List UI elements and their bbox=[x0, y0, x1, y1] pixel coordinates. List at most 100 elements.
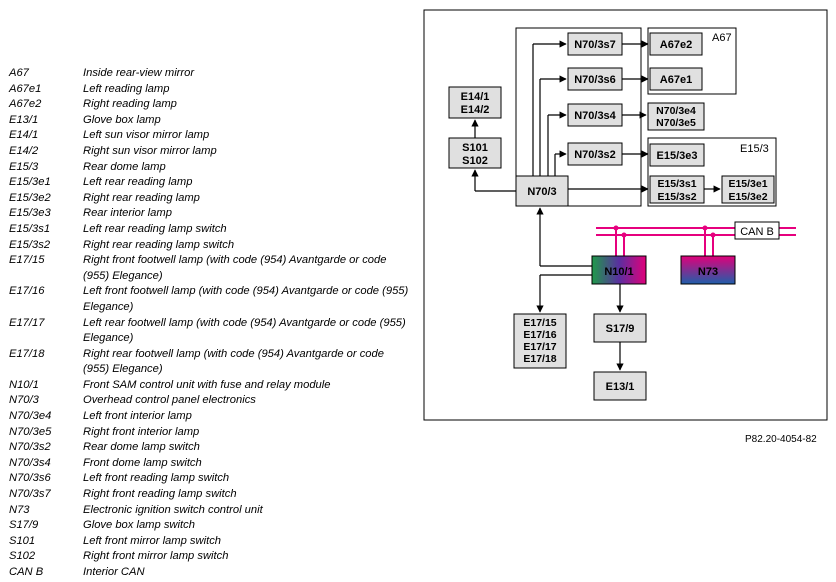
legend-description: Left rear reading lamp bbox=[83, 176, 193, 189]
legend-row: E15/3 Rear dome lamp bbox=[9, 160, 409, 176]
svg-text:N70/3: N70/3 bbox=[527, 186, 556, 198]
legend-row: E17/17 Left rear footwell lamp (with code… bbox=[9, 316, 409, 347]
legend-row: E15/3e3 Rear interior lamp bbox=[9, 206, 409, 222]
legend-description: Glove box lamp bbox=[83, 113, 161, 126]
svg-text:E17/15: E17/15 bbox=[523, 317, 556, 329]
legend-row: S102 Right front mirror lamp switch bbox=[9, 549, 409, 565]
figure-reference: P82.20-4054-82 bbox=[745, 434, 817, 445]
a67-group-outline bbox=[647, 27, 737, 95]
box-s101-s102: S101 S102 bbox=[448, 137, 502, 169]
legend-row: E15/3e1 Left rear reading lamp bbox=[9, 175, 409, 191]
legend-row: E15/3e2 Right rear reading lamp bbox=[9, 191, 409, 207]
box-n73: N73 bbox=[680, 255, 736, 285]
legend-code: S17/9 bbox=[9, 519, 39, 532]
legend-code: E14/2 bbox=[9, 144, 39, 157]
legend-row: A67e1 Left reading lamp bbox=[9, 82, 409, 98]
legend-row: N70/3e4 Left front interior lamp bbox=[9, 409, 409, 425]
legend-code: A67e2 bbox=[9, 98, 42, 111]
box-e17-15-18: E17/15 E17/16 E17/17 E17/18 bbox=[513, 313, 567, 369]
legend-code: A67e1 bbox=[9, 82, 42, 95]
svg-text:N70/3s4: N70/3s4 bbox=[574, 110, 616, 122]
legend-description: Rear dome lamp bbox=[83, 160, 166, 173]
legend-description: Left front interior lamp bbox=[83, 410, 192, 423]
legend-description: Right front mirror lamp switch bbox=[83, 550, 229, 563]
legend-description: Right front interior lamp bbox=[83, 425, 200, 438]
legend-row: E13/1 Glove box lamp bbox=[9, 113, 409, 129]
svg-text:E15/3s2: E15/3s2 bbox=[657, 191, 696, 203]
a67-group-label: A67 bbox=[712, 32, 732, 44]
legend-code: E17/17 bbox=[9, 316, 45, 329]
svg-text:N70/3e5: N70/3e5 bbox=[656, 117, 696, 129]
svg-text:E15/3s1: E15/3s1 bbox=[657, 178, 696, 190]
legend-description: Right rear reading lamp bbox=[83, 191, 200, 204]
box-n70-3s6: N70/3s6 bbox=[567, 67, 623, 91]
legend-row: N70/3e5 Right front interior lamp bbox=[9, 425, 409, 441]
svg-text:N70/3e4: N70/3e4 bbox=[656, 105, 696, 117]
e15-3-group-outline bbox=[647, 137, 777, 207]
box-e15-3e3: E15/3e3 bbox=[649, 143, 705, 167]
legend-description: Rear interior lamp bbox=[83, 207, 172, 220]
legend-code: N70/3s7 bbox=[9, 488, 51, 501]
box-n70-3: N70/3 bbox=[515, 175, 569, 207]
legend-row: A67e2 Right reading lamp bbox=[9, 97, 409, 113]
svg-text:S17/9: S17/9 bbox=[606, 323, 635, 335]
svg-text:N70/3s7: N70/3s7 bbox=[574, 39, 616, 51]
legend-code: E14/1 bbox=[9, 129, 39, 142]
svg-text:N70/3s2: N70/3s2 bbox=[574, 149, 616, 161]
legend-description: Glove box lamp switch bbox=[83, 519, 195, 532]
legend-code: CAN B bbox=[9, 566, 44, 578]
box-n70-3s2: N70/3s2 bbox=[567, 142, 623, 166]
svg-text:A67e2: A67e2 bbox=[660, 39, 692, 51]
legend-code: N70/3e4 bbox=[9, 410, 52, 423]
legend-description: Left sun visor mirror lamp bbox=[83, 129, 210, 142]
svg-text:E15/3e2: E15/3e2 bbox=[728, 191, 767, 203]
legend-code: E13/1 bbox=[9, 113, 39, 126]
legend-description: Interior CAN bbox=[83, 566, 145, 578]
svg-text:A67e1: A67e1 bbox=[660, 74, 692, 86]
box-e14-1-e14-2: E14/1 E14/2 bbox=[448, 86, 502, 119]
legend-code: E15/3 bbox=[9, 160, 39, 173]
legend-code: E15/3e3 bbox=[9, 207, 51, 220]
legend-row: S17/9 Glove box lamp switch bbox=[9, 518, 409, 534]
svg-text:E15/3e3: E15/3e3 bbox=[657, 150, 698, 162]
legend-description: Rear dome lamp switch bbox=[83, 441, 200, 454]
e15-3-group-label: E15/3 bbox=[740, 143, 769, 155]
legend-description: Left reading lamp bbox=[83, 82, 170, 95]
legend-description: Electronic ignition switch control unit bbox=[83, 503, 263, 516]
svg-text:E14/2: E14/2 bbox=[461, 104, 490, 116]
legend-description: Front dome lamp switch bbox=[83, 456, 202, 469]
legend-description: Right reading lamp bbox=[83, 98, 177, 111]
svg-text:S101: S101 bbox=[462, 142, 488, 154]
box-n70-3s7: N70/3s7 bbox=[567, 32, 623, 56]
legend-code: S102 bbox=[9, 550, 36, 563]
legend-code: N70/3e5 bbox=[9, 425, 52, 438]
legend-code: E17/16 bbox=[9, 285, 45, 298]
svg-text:E15/3e1: E15/3e1 bbox=[728, 178, 767, 190]
legend-code: E15/3s1 bbox=[9, 222, 51, 235]
legend-code: A67 bbox=[9, 67, 29, 79]
legend-description: Left front reading lamp switch bbox=[83, 472, 230, 485]
legend-code: E15/3e1 bbox=[9, 176, 51, 189]
svg-text:E13/1: E13/1 bbox=[606, 381, 635, 393]
legend-code: N70/3s4 bbox=[9, 456, 51, 469]
svg-text:N73: N73 bbox=[698, 266, 718, 278]
box-e15-3s1-s2: E15/3s1 E15/3s2 bbox=[649, 175, 705, 204]
legend-code: E15/3e2 bbox=[9, 191, 51, 204]
legend-code: S101 bbox=[9, 534, 36, 547]
legend-row: E15/3s1 Left rear reading lamp switch bbox=[9, 222, 409, 238]
can-b-label-box: CAN B bbox=[734, 221, 780, 240]
legend-description: Left rear reading lamp switch bbox=[83, 222, 227, 235]
legend-description: Left rear footwell lamp (with code (954)… bbox=[83, 316, 406, 345]
